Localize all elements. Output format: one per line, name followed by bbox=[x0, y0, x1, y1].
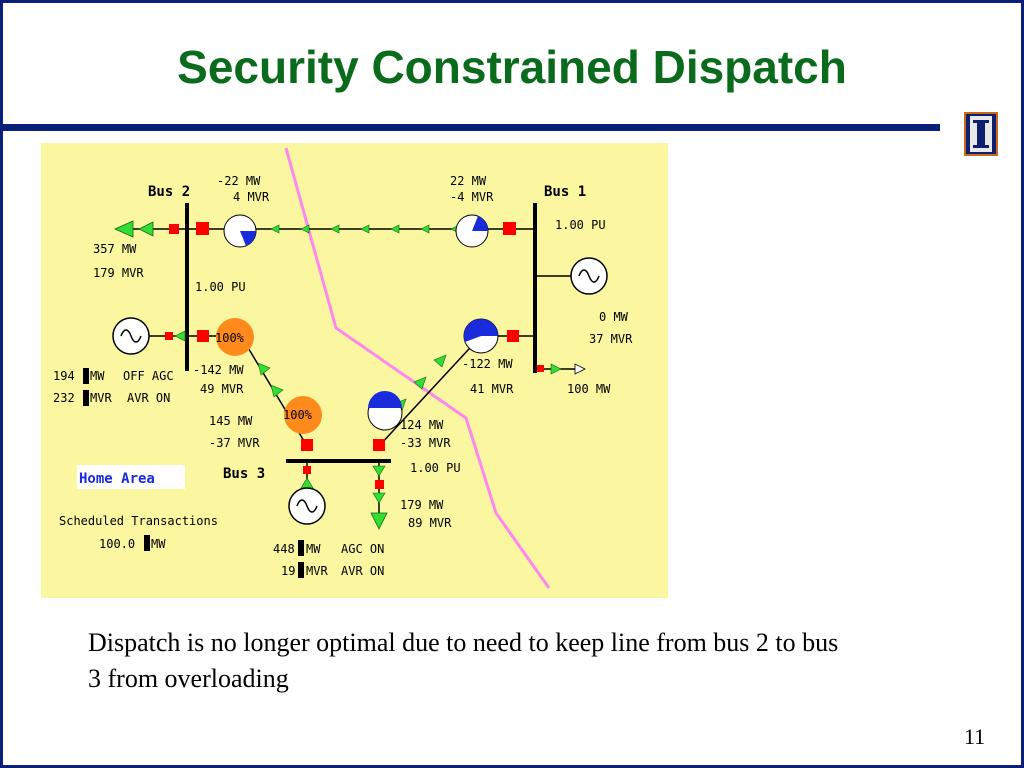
line-1-3-mvr-bottom: -33 MVR bbox=[400, 436, 451, 450]
line-2-1-right-mw: 22 MW bbox=[450, 174, 487, 188]
scheduled-transactions-unit: MW bbox=[151, 537, 166, 551]
oneline-diagram: Bus 2 Bus 1 Bus 3 -22 MW 4 MVR 22 MW -4 … bbox=[41, 143, 668, 598]
gen3-avr-status[interactable]: AVR ON bbox=[341, 564, 384, 578]
area-boundary-line bbox=[284, 147, 551, 589]
slide-caption: Dispatch is no longer optimal due to nee… bbox=[88, 628, 839, 693]
gen3-mvr-value: 19 bbox=[281, 564, 295, 578]
gen2-mvr-unit: MVR bbox=[90, 391, 112, 405]
bus3-load-mvr: 89 MVR bbox=[408, 516, 452, 530]
line-1-3-mw-bottom: 124 MW bbox=[400, 418, 444, 432]
page-number: 11 bbox=[964, 724, 986, 749]
bus1-load-mw: 100 MW bbox=[567, 382, 611, 396]
bus1-load-breaker[interactable] bbox=[537, 365, 544, 372]
line-2-3-mw-top: -142 MW bbox=[193, 363, 244, 377]
line-2-1-flow-arrows bbox=[270, 224, 460, 234]
line-2-1-left-mw: -22 MW bbox=[217, 174, 261, 188]
breaker-2-1-right[interactable] bbox=[503, 222, 516, 235]
gen3-agc-status[interactable]: AGC ON bbox=[341, 542, 384, 556]
line-1-3-mw-top: -122 MW bbox=[462, 357, 513, 371]
breaker-2-1-left[interactable] bbox=[196, 222, 209, 235]
slide-title: Security Constrained Dispatch bbox=[177, 41, 847, 93]
illinois-logo bbox=[964, 112, 998, 156]
bus3-load-arrow bbox=[370, 512, 388, 530]
line-2-3-loading-top: 100% bbox=[215, 331, 245, 345]
breaker-1-3-bottom[interactable] bbox=[373, 439, 385, 451]
line-2-3-mw-bottom: 145 MW bbox=[209, 414, 253, 428]
home-area-label[interactable]: Home Area bbox=[79, 471, 155, 487]
breaker-1-3-top[interactable] bbox=[507, 330, 519, 342]
line-1-3-mvr-top: 41 MVR bbox=[470, 382, 514, 396]
gen3-breaker[interactable] bbox=[303, 466, 311, 474]
gen2-agc-status[interactable]: OFF AGC bbox=[123, 369, 174, 383]
line-2-3-mvr-top: 49 MVR bbox=[200, 382, 244, 396]
gen2-mw-spin[interactable] bbox=[83, 368, 89, 384]
title-rule bbox=[0, 124, 940, 131]
gen3-mvr-spin[interactable] bbox=[298, 562, 304, 578]
bus2-load-mw: 357 MW bbox=[93, 242, 137, 256]
gen3-mvr-unit: MVR bbox=[306, 564, 328, 578]
pie-line-2-3-top[interactable] bbox=[216, 318, 254, 356]
scheduled-transactions-value: 100.0 bbox=[99, 537, 135, 551]
bus3-label: Bus 3 bbox=[223, 466, 265, 482]
gen3-mw-value: 448 bbox=[273, 542, 295, 556]
bus3-load-breaker[interactable] bbox=[375, 480, 384, 489]
gen3-mw-spin[interactable] bbox=[298, 540, 304, 556]
line-2-1-right-mvr: -4 MVR bbox=[450, 190, 494, 204]
bus1-voltage: 1.00 PU bbox=[555, 218, 606, 232]
bus2-voltage: 1.00 PU bbox=[195, 280, 246, 294]
bus2-label: Bus 2 bbox=[148, 184, 190, 200]
gen2-avr-status[interactable]: AVR ON bbox=[127, 391, 170, 405]
breaker-2-3-top[interactable] bbox=[197, 330, 209, 342]
pie-line-2-3-bottom[interactable] bbox=[284, 396, 322, 434]
line-2-3-loading-bottom: 100% bbox=[283, 408, 313, 422]
gen2-mvr-spin[interactable] bbox=[83, 390, 89, 406]
line-2-3-mvr-bottom: -37 MVR bbox=[209, 436, 260, 450]
scheduled-transactions-label: Scheduled Transactions bbox=[59, 514, 218, 528]
breaker-2-3-bottom[interactable] bbox=[301, 439, 313, 451]
scheduled-spin[interactable] bbox=[144, 535, 150, 551]
bus2-load-arrow bbox=[114, 220, 134, 238]
gen2-mw-unit: MW bbox=[90, 369, 105, 383]
bus3-voltage: 1.00 PU bbox=[410, 461, 461, 475]
gen2-mw-value: 194 bbox=[53, 369, 75, 383]
bus1-gen-mw: 0 MW bbox=[599, 310, 629, 324]
gen2-mvr-value: 232 bbox=[53, 391, 75, 405]
bus2-load-mvr: 179 MVR bbox=[93, 266, 144, 280]
gen2-breaker[interactable] bbox=[165, 332, 173, 340]
bus1-gen-mvr: 37 MVR bbox=[589, 332, 633, 346]
gen3-mw-unit: MW bbox=[306, 542, 321, 556]
home-area-box[interactable] bbox=[77, 465, 185, 489]
bus1-label: Bus 1 bbox=[544, 184, 586, 200]
line-2-1-left-mvr: 4 MVR bbox=[233, 190, 270, 204]
bus2-load-breaker[interactable] bbox=[169, 224, 179, 234]
bus3-load-mw: 179 MW bbox=[400, 498, 444, 512]
oneline-svg: Bus 2 Bus 1 Bus 3 -22 MW 4 MVR 22 MW -4 … bbox=[53, 147, 633, 589]
